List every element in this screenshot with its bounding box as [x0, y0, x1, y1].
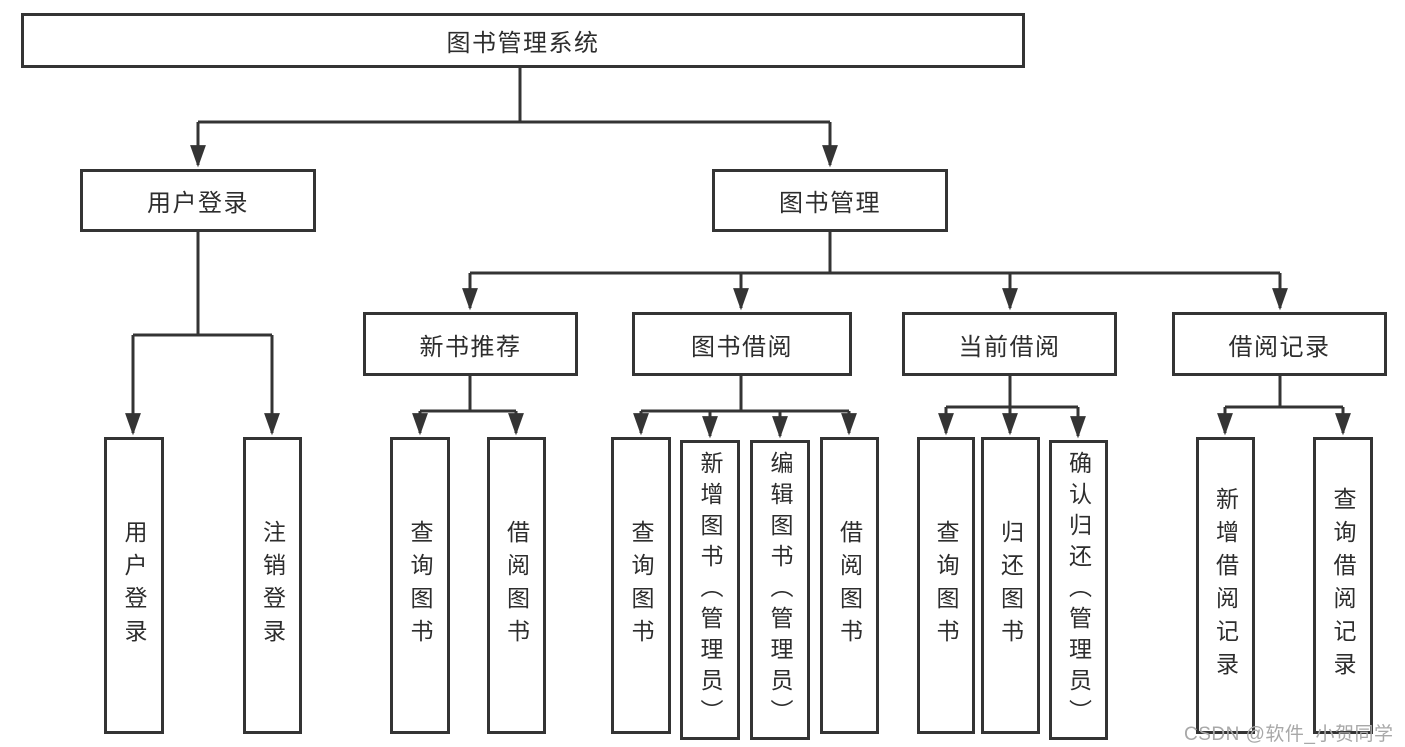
node-query-books-2: 查询图书	[611, 437, 671, 734]
node-return-books: 归还图书	[981, 437, 1040, 734]
connector-book-borrowing-split	[641, 376, 849, 413]
node-query-borrow-record: 查询借阅记录	[1313, 437, 1373, 734]
node-borrowing-records: 借阅记录	[1172, 312, 1387, 376]
node-add-books-admin: 新增图书（管理员）	[680, 440, 740, 740]
node-new-book-recommend: 新书推荐	[363, 312, 578, 376]
node-borrow-books-2: 借阅图书	[820, 437, 879, 734]
node-user-login-action: 用户登录	[104, 437, 164, 734]
node-confirm-return-admin: 确认归还（管理员）	[1049, 440, 1108, 740]
node-query-books-3: 查询图书	[917, 437, 975, 734]
node-user-login: 用户登录	[80, 169, 316, 232]
node-book-borrowing: 图书借阅	[632, 312, 852, 376]
csdn-watermark: CSDN @软件_小贺同学	[1184, 724, 1394, 745]
connector-current-borrowing-split	[946, 376, 1078, 409]
node-borrow-books-1: 借阅图书	[487, 437, 546, 734]
node-book-management: 图书管理	[712, 169, 948, 232]
node-edit-books-admin: 编辑图书（管理员）	[750, 440, 810, 740]
node-logout: 注销登录	[243, 437, 302, 734]
connector-book-management-split	[470, 232, 1280, 275]
connector-user-login-split	[133, 232, 272, 337]
connector-root-split	[198, 67, 830, 124]
node-current-borrowing: 当前借阅	[902, 312, 1117, 376]
node-add-borrow-record: 新增借阅记录	[1196, 437, 1255, 734]
connector-borrowing-records-split	[1225, 376, 1343, 409]
node-query-books-1: 查询图书	[390, 437, 450, 734]
connector-new-book-recommend-split	[420, 376, 516, 413]
node-library-management-system: 图书管理系统	[21, 13, 1025, 68]
